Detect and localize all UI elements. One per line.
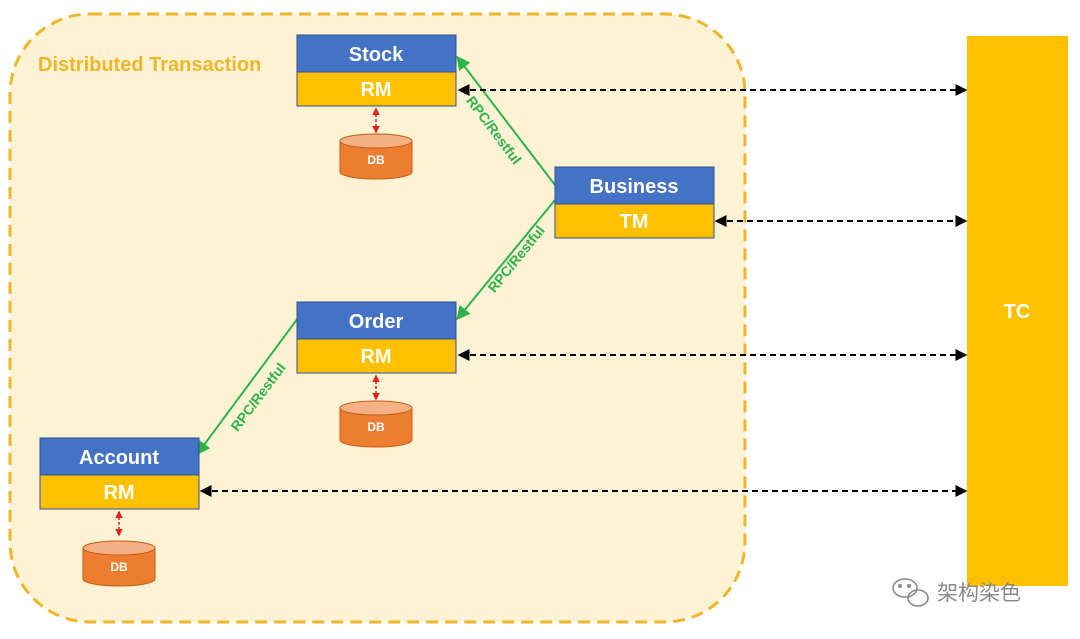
- service-name-account: Account: [79, 447, 159, 469]
- call-arrow-business-stock: [456, 55, 556, 186]
- tc-bar: [967, 36, 1068, 586]
- service-business: Business TM: [554, 166, 715, 239]
- watermark: 架构染色: [892, 578, 1021, 607]
- db-order: DB: [339, 400, 413, 448]
- tc-label: TC: [1004, 301, 1031, 323]
- role-label-stock: RM: [360, 79, 391, 101]
- db-stock: DB: [339, 133, 413, 180]
- region-label: Distributed Transaction: [38, 54, 261, 76]
- db-label-order: DB: [367, 420, 385, 434]
- db-account: DB: [82, 540, 156, 587]
- role-label-order: RM: [360, 346, 391, 368]
- service-name-order: Order: [349, 311, 404, 333]
- role-label-business: TM: [620, 211, 649, 233]
- service-name-stock: Stock: [349, 44, 404, 66]
- service-stock: Stock RM: [296, 34, 457, 107]
- watermark-text: 架构染色: [937, 581, 1021, 605]
- role-label-account: RM: [103, 482, 134, 504]
- service-account: Account RM: [39, 437, 200, 510]
- call-arrow-business-order: [456, 199, 556, 321]
- call-arrow-order-account: [196, 317, 299, 456]
- db-label-account: DB: [110, 560, 128, 574]
- service-order: Order RM: [296, 301, 457, 374]
- db-label-stock: DB: [367, 153, 385, 167]
- wechat-icon: [892, 578, 929, 607]
- service-name-business: Business: [590, 176, 679, 198]
